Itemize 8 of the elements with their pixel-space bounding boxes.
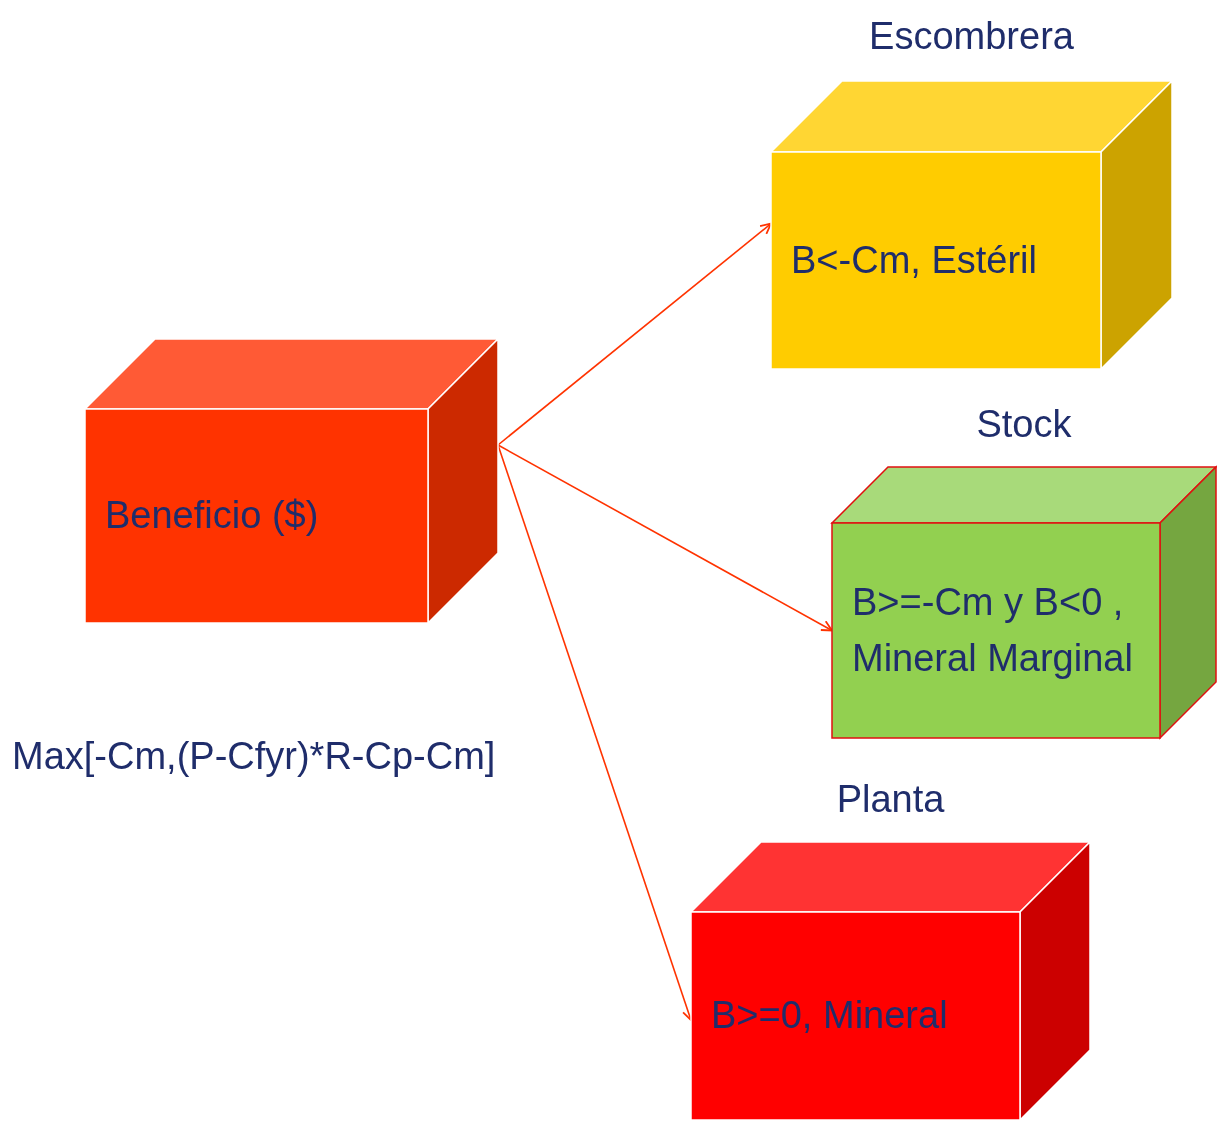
cube-label: B>=0, Mineral bbox=[711, 993, 949, 1039]
cube-heading: Planta bbox=[835, 778, 946, 821]
formula-text: Max[-Cm,(P-Cfyr)*R-Cp-Cm] bbox=[12, 735, 496, 778]
cube-label: B<-Cm, Estéril bbox=[791, 237, 1038, 283]
cube-heading: Stock bbox=[975, 403, 1073, 446]
cube-label: Beneficio ($) bbox=[105, 493, 320, 539]
cube-heading: Escombrera bbox=[868, 15, 1075, 58]
cube-label: B>=-Cm y B<0 , Mineral Marginal bbox=[852, 580, 1134, 681]
